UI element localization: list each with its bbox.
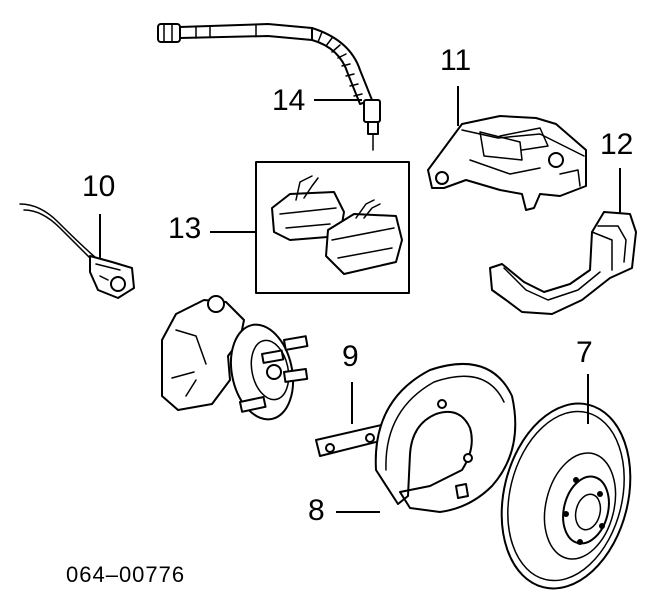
callout-8: 8 [308, 494, 325, 527]
brake-pad-kit [255, 161, 410, 294]
callout-9: 9 [342, 340, 359, 373]
leader-lines [99, 86, 621, 513]
diagram-part-number: 064–00776 [66, 562, 186, 587]
callout-12: 12 [600, 128, 634, 161]
dust-shield [374, 363, 517, 513]
callout-13: 13 [168, 212, 202, 245]
callout-7: 7 [576, 336, 593, 369]
caliper-bracket [489, 211, 637, 315]
brake-hose [157, 23, 381, 151]
callout-11: 11 [440, 44, 472, 77]
brake-rotor [500, 402, 632, 590]
wheel-hub [161, 295, 309, 421]
callout-10: 10 [82, 170, 116, 203]
brake-caliper [427, 115, 587, 211]
wheel-speed-sensor [19, 203, 135, 299]
callout-14: 14 [272, 84, 306, 117]
